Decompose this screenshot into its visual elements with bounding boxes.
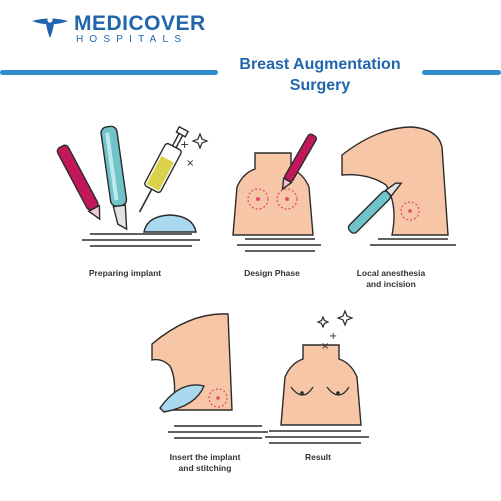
step-label-design-phase: Design Phase xyxy=(244,268,300,278)
header-bar-right xyxy=(422,70,501,75)
header-bar-left xyxy=(0,70,218,75)
step-label-insert-implant: Insert the implant and stitching xyxy=(169,452,241,473)
svg-text:+: + xyxy=(180,138,189,151)
page-title: Breast Augmentation Surgery xyxy=(239,56,401,94)
marked-chest-icon xyxy=(232,133,321,252)
implant-insertion-icon xyxy=(151,313,268,439)
implant-tools-icon: + × xyxy=(56,125,209,247)
step-label-preparing-implant: Preparing implant xyxy=(88,268,162,278)
logo-mark-icon xyxy=(32,17,68,38)
step-label-result: Result xyxy=(305,452,331,462)
svg-text:×: × xyxy=(321,341,329,352)
step-label-local-anesthesia: Local anesthesia and incision xyxy=(356,268,426,289)
medicover-logo: MEDICOVER HOSPITALS xyxy=(30,12,205,45)
brand-name: MEDICOVER xyxy=(74,12,206,35)
scalpel-incision-icon xyxy=(341,126,456,246)
svg-text:×: × xyxy=(186,158,194,169)
svg-text:+: + xyxy=(329,331,337,342)
brand-subtitle: HOSPITALS xyxy=(76,34,188,45)
result-chest-icon: + × xyxy=(265,309,369,444)
